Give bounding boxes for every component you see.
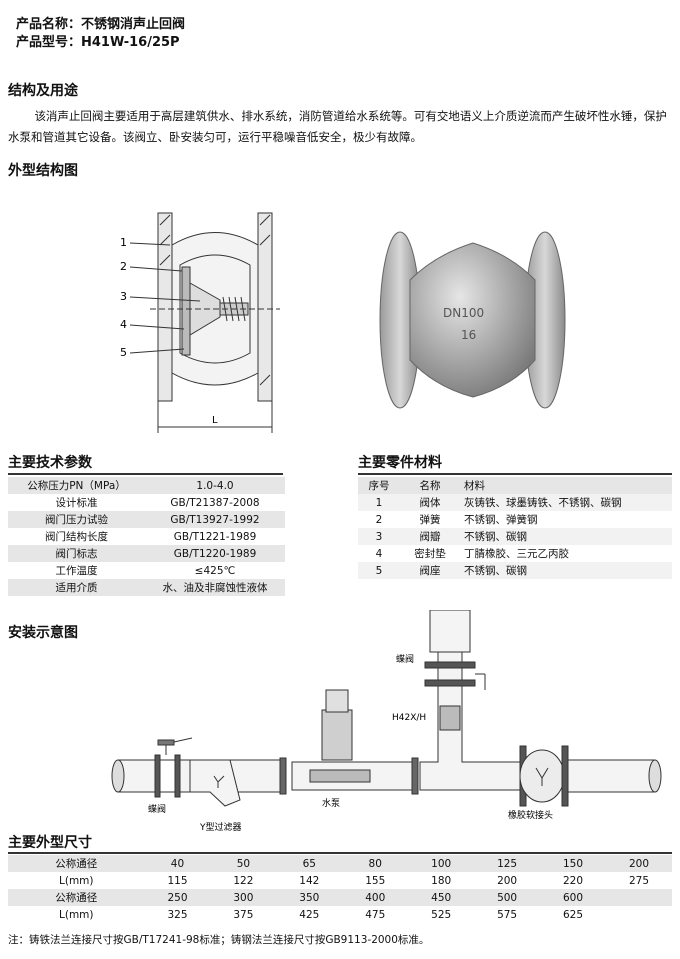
valve-mark-dn: DN100 xyxy=(443,306,484,320)
intro-title: 结构及用途 xyxy=(8,83,78,99)
tech-rule xyxy=(8,473,283,475)
structure-title: 外型结构图 xyxy=(8,163,78,179)
label-filter: Y型过滤器 xyxy=(199,821,242,833)
label-rubber-joint: 橡胶软接头 xyxy=(508,809,553,821)
callout-5: 5 xyxy=(120,346,127,359)
table-header-row: 序号 名称 材料 xyxy=(358,477,672,494)
tech-title: 主要技术参数 xyxy=(8,455,92,471)
footnote: 注：铸铁法兰连接尺寸按GB/T17241-98标准；铸钢法兰连接尺寸按GB911… xyxy=(8,934,430,946)
label-butterfly-top: 蝶阀 xyxy=(396,653,414,665)
callout-3: 3 xyxy=(120,290,127,303)
label-butterfly-left: 蝶阀 xyxy=(148,803,166,815)
valve-photo: DN100 16 xyxy=(379,231,566,409)
callout-1: 1 xyxy=(120,236,127,249)
dim-label-l: L xyxy=(212,415,218,426)
callout-2: 2 xyxy=(120,260,127,273)
table-row: 公称压力PN（MPa）1.0-4.0 xyxy=(8,477,285,494)
label-pump: 水泵 xyxy=(322,797,340,809)
dims-rule xyxy=(8,852,672,854)
product-name: 产品名称：不锈钢消声止回阀 xyxy=(16,17,186,32)
table-row: 适用介质水、油及非腐蚀性液体 xyxy=(8,579,285,596)
product-model: 产品型号：H41W-16/25P xyxy=(16,35,180,50)
table-row: 工作温度≤425℃ xyxy=(8,562,285,579)
parts-rule xyxy=(358,473,672,475)
callout-4: 4 xyxy=(120,318,127,331)
dims-title: 主要外型尺寸 xyxy=(8,835,92,851)
valve-cross-section-diagram: 1 2 3 4 5 L xyxy=(120,212,280,433)
parts-title: 主要零件材料 xyxy=(358,455,442,471)
install-title: 安装示意图 xyxy=(8,625,78,641)
intro-text: 该消声止回阀主要适用于高层建筑供水、排水系统，消防管道给水系统等。可有交地语义上… xyxy=(8,109,667,144)
installation-diagram: 蝶阀 H42X/H 蝶阀 Y型过滤器 水泵 橡胶软接头 xyxy=(111,610,662,833)
valve-mark-pn: 16 xyxy=(461,328,476,342)
label-h42: H42X/H xyxy=(392,713,426,723)
